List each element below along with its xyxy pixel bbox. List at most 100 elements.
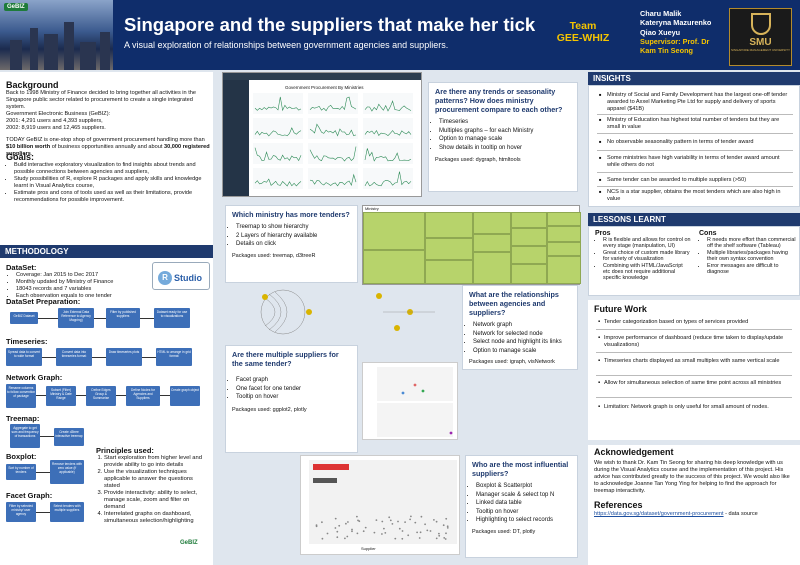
lessons-bar: LESSONS LEARNT [588,213,800,226]
sparkline-panel [308,118,358,139]
scatter-point [409,518,411,521]
rstudio-r-icon: R [158,271,172,285]
scatter-point [384,532,387,534]
future-item: Tender categorization based on types of … [598,319,794,326]
multiple-panel: Are there multiple suppliers for the sam… [225,345,358,453]
principle-item: Interrelated graphs on dashboard, simult… [104,511,210,525]
scatter-point [410,515,412,518]
treemap-cell[interactable] [547,226,581,242]
influential-item: Linked data table [476,499,577,508]
treemap-cell[interactable] [425,260,473,284]
treemap-cells [363,212,581,284]
treemap-cell[interactable] [473,212,511,234]
influential-panel: Who are the most influential suppliers? … [465,455,578,558]
sparkline-panel [363,168,413,189]
pros-item: Great choice of custom made library for … [603,250,691,263]
member-name: Kateryna Mazurenko [640,18,712,28]
scatter-point [388,516,391,519]
dashboard-topbar [223,73,421,80]
smu-crest-icon [750,13,771,35]
principles-heading: Principles used: [96,446,154,455]
flow-box: Create graph object [170,386,200,406]
scatter-point [351,528,353,531]
pros-column: Pros R is flexible and allows for contro… [595,230,691,282]
treemap-cell[interactable] [547,242,581,256]
treemap-cell[interactable] [511,228,547,246]
flow-box: Rename columns to follow convention of p… [6,384,36,408]
flow-arrow [116,395,126,396]
treemap-screenshot: Ministry [362,205,581,285]
scatter-point [356,532,359,535]
boxplot-heading: Boxplot: [6,452,37,461]
scatter-point [334,527,337,529]
multiple-question: Are there multiple suppliers for the sam… [232,350,339,368]
treemap-cell[interactable] [547,212,581,226]
scatter-point [426,529,429,532]
scatter-point [362,530,365,533]
ministry-item: 2 Layers of hierarchy available [236,232,357,241]
flow-arrow [140,318,154,319]
treemap-cell[interactable] [425,212,473,238]
boxplot-axis-label: Supplier [361,546,376,551]
flow-arrow [36,472,50,473]
scatter-point [418,537,421,539]
insight-item: No observable seasonality pattern in ter… [599,139,791,146]
scatter-point [416,531,418,534]
supervisor-line: Supervisor: Prof. Dr [640,36,710,46]
cons-item: Multiple libraries/packages having their… [707,250,797,263]
treemap-cell[interactable] [363,212,425,250]
dataset-item: Monthly updated by Ministry of Finance [16,279,146,286]
scatter-point [334,517,337,520]
treemap-cell[interactable] [363,250,425,284]
gebiz-logo: GeBIZ [4,3,28,11]
sparkline [309,146,357,162]
multiple-packages: Packages used: ggplot2, plotly [232,406,307,413]
treemap-cell[interactable] [425,238,473,260]
influential-question: Who are the most influential suppliers? [472,460,569,478]
ministry-item: Treemap to show hierarchy [236,223,357,232]
gebiz-footer-logo: GeBIZ [180,540,198,546]
pros-item: Combining with HTML/JavaScript etc does … [603,263,691,282]
treemap-cell[interactable] [511,246,547,264]
scatter-point [391,523,394,525]
sparkline [364,100,412,112]
goal-item: Study possibilities of R, explore R pack… [14,176,211,190]
dataset-item: 18043 records and 7 variables [16,286,146,293]
goal-item: Build interactive exploratory visualizat… [14,162,211,176]
treemap-cell[interactable] [473,234,511,252]
scatter-point [336,530,339,533]
network-graph-heading: Network Graph: [6,373,63,382]
treemap-cell[interactable] [511,264,547,284]
reference-link[interactable]: https://data.gov.sg/dataset/government-p… [594,511,724,517]
future-item: Timeseries charts displayed as small mul… [598,358,794,365]
influential-item: Boxplot & Scatterplot [476,482,577,491]
scatter-point [357,519,359,522]
flow-box: Create d3tree interactive treemap [54,428,84,446]
goals-heading: Goals: [6,152,35,162]
relations-item: Select node and highlight its links [473,338,577,347]
treemap-cell[interactable] [473,252,511,284]
sparkline [254,178,302,187]
pros-heading: Pros [595,230,611,237]
methodology-bar: METHODOLOGY [0,245,213,258]
references-heading: References [594,500,643,510]
flow-arrow [160,395,170,396]
influential-item: Highlighting to select records [476,516,577,525]
relations-panel: What are the relationships between agenc… [462,285,578,370]
treemap-cell[interactable] [511,212,547,228]
scatter-point [398,527,401,530]
sparkline-panel [253,143,303,164]
future-divider [596,375,792,376]
sparkline-panel [308,168,358,189]
scatter-point [433,519,435,521]
sparkline-panel [253,168,303,189]
smu-logo: SMU SINGAPORE MANAGEMENT UNIVERSITY [729,8,792,66]
treemap-cell[interactable] [547,256,581,284]
prep-heading: DataSet Preparation: [6,297,81,306]
smu-logo-text: SMU [749,37,772,48]
future-item: Allow for simultaneous selection of same… [598,380,794,387]
team-label-name: GEE-WHIZ [556,32,610,44]
scatter-point [347,521,349,523]
boxplot-svg [309,460,457,544]
flow-arrow [142,357,156,358]
